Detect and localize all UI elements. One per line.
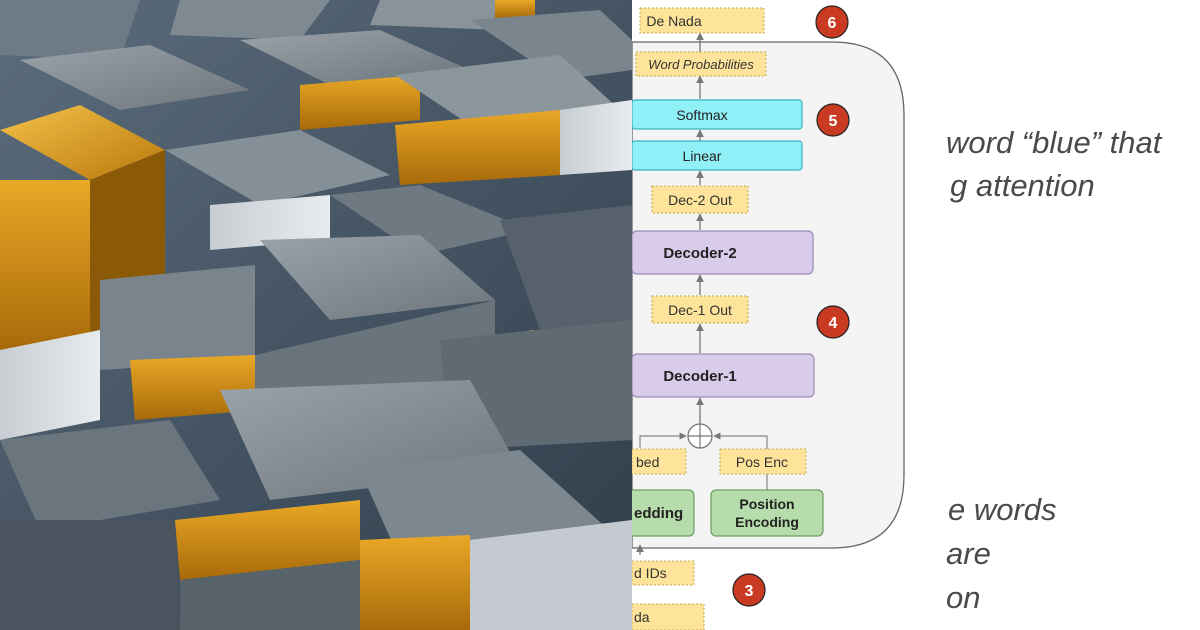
note-line-5: on: [946, 580, 981, 615]
silver-side: [0, 330, 100, 440]
position-encoding-label-line2: Encoding: [735, 514, 799, 530]
gold-side: [360, 535, 470, 630]
dec1-out-tag: [651, 295, 749, 324]
gold-cube-top: [0, 105, 165, 180]
gold-cube-front: [0, 180, 90, 350]
step-badge-4: [816, 305, 850, 339]
sum-node: [687, 423, 713, 449]
cube-top: [260, 235, 495, 320]
softmax-block: [632, 99, 803, 130]
word-ids-tag: [632, 560, 695, 586]
gold-side: [175, 500, 360, 580]
embed-tag-label: bed: [636, 454, 659, 470]
cube-top: [0, 420, 220, 530]
decoder-diagram: De Nada Word Probabilities Softmax Linea…: [632, 5, 905, 630]
softmax-label: Softmax: [676, 107, 727, 123]
note-line-4: are: [946, 536, 991, 571]
embedding-label: edding: [634, 505, 683, 522]
cube-face: [100, 265, 255, 370]
cube-face: [170, 0, 330, 40]
cube-top: [470, 10, 632, 80]
silver-side: [470, 520, 632, 630]
dec1-out-label: Dec-1 Out: [668, 302, 732, 318]
output-tag: [639, 7, 765, 34]
linear-label: Linear: [683, 148, 722, 164]
cube-face: [500, 205, 632, 330]
step-badge-3: [732, 573, 766, 607]
input-tag-label: da: [634, 609, 650, 625]
cube-top: [240, 30, 470, 85]
embed-tag: [632, 448, 687, 475]
connector: [639, 435, 684, 448]
dec2-out-label: Dec-2 Out: [668, 192, 732, 208]
note-line-2: g attention: [950, 168, 1095, 203]
cube-face: [0, 520, 180, 630]
silver-side: [560, 100, 632, 175]
decoder1-block: [632, 353, 815, 398]
input-tag: [632, 603, 705, 630]
decoder2-block: [632, 230, 814, 275]
step-badge-5-label: 5: [829, 113, 838, 130]
note-line-1: word “blue” that: [946, 125, 1162, 160]
gold-edge: [300, 75, 420, 130]
step-badge-4-label: 4: [829, 315, 838, 332]
cube-face: [180, 560, 360, 630]
step-badge-6: [815, 5, 849, 39]
note-line-3: e words: [948, 492, 1057, 527]
word-probabilities-tag: [635, 51, 767, 77]
cube-face: [0, 0, 140, 60]
step-badge-6-label: 6: [828, 15, 837, 32]
embedding-block: [632, 489, 695, 537]
cubes-photo: [0, 0, 632, 630]
cube-top: [395, 55, 620, 125]
cube-top: [20, 45, 250, 110]
silver-side: [210, 195, 330, 250]
position-encoding-label-line1: Position: [739, 496, 794, 512]
position-encoding-block: [710, 489, 824, 537]
decoder2-label: Decoder-2: [663, 245, 736, 262]
dec2-out-tag: [651, 185, 749, 214]
linear-block: [632, 140, 803, 171]
pos-enc-label: Pos Enc: [736, 454, 788, 470]
pos-enc-tag: [719, 448, 807, 475]
cube-top: [165, 130, 390, 205]
gold-side: [395, 110, 560, 185]
output-tag-label: De Nada: [646, 13, 701, 29]
step-badge-3-label: 3: [745, 583, 754, 600]
decoder1-label: Decoder-1: [663, 368, 736, 385]
cube-top: [330, 185, 530, 255]
step-badge-5: [816, 103, 850, 137]
word-probabilities-label: Word Probabilities: [648, 57, 754, 72]
gold-edge: [495, 0, 535, 18]
word-ids-label: d IDs: [634, 565, 667, 581]
